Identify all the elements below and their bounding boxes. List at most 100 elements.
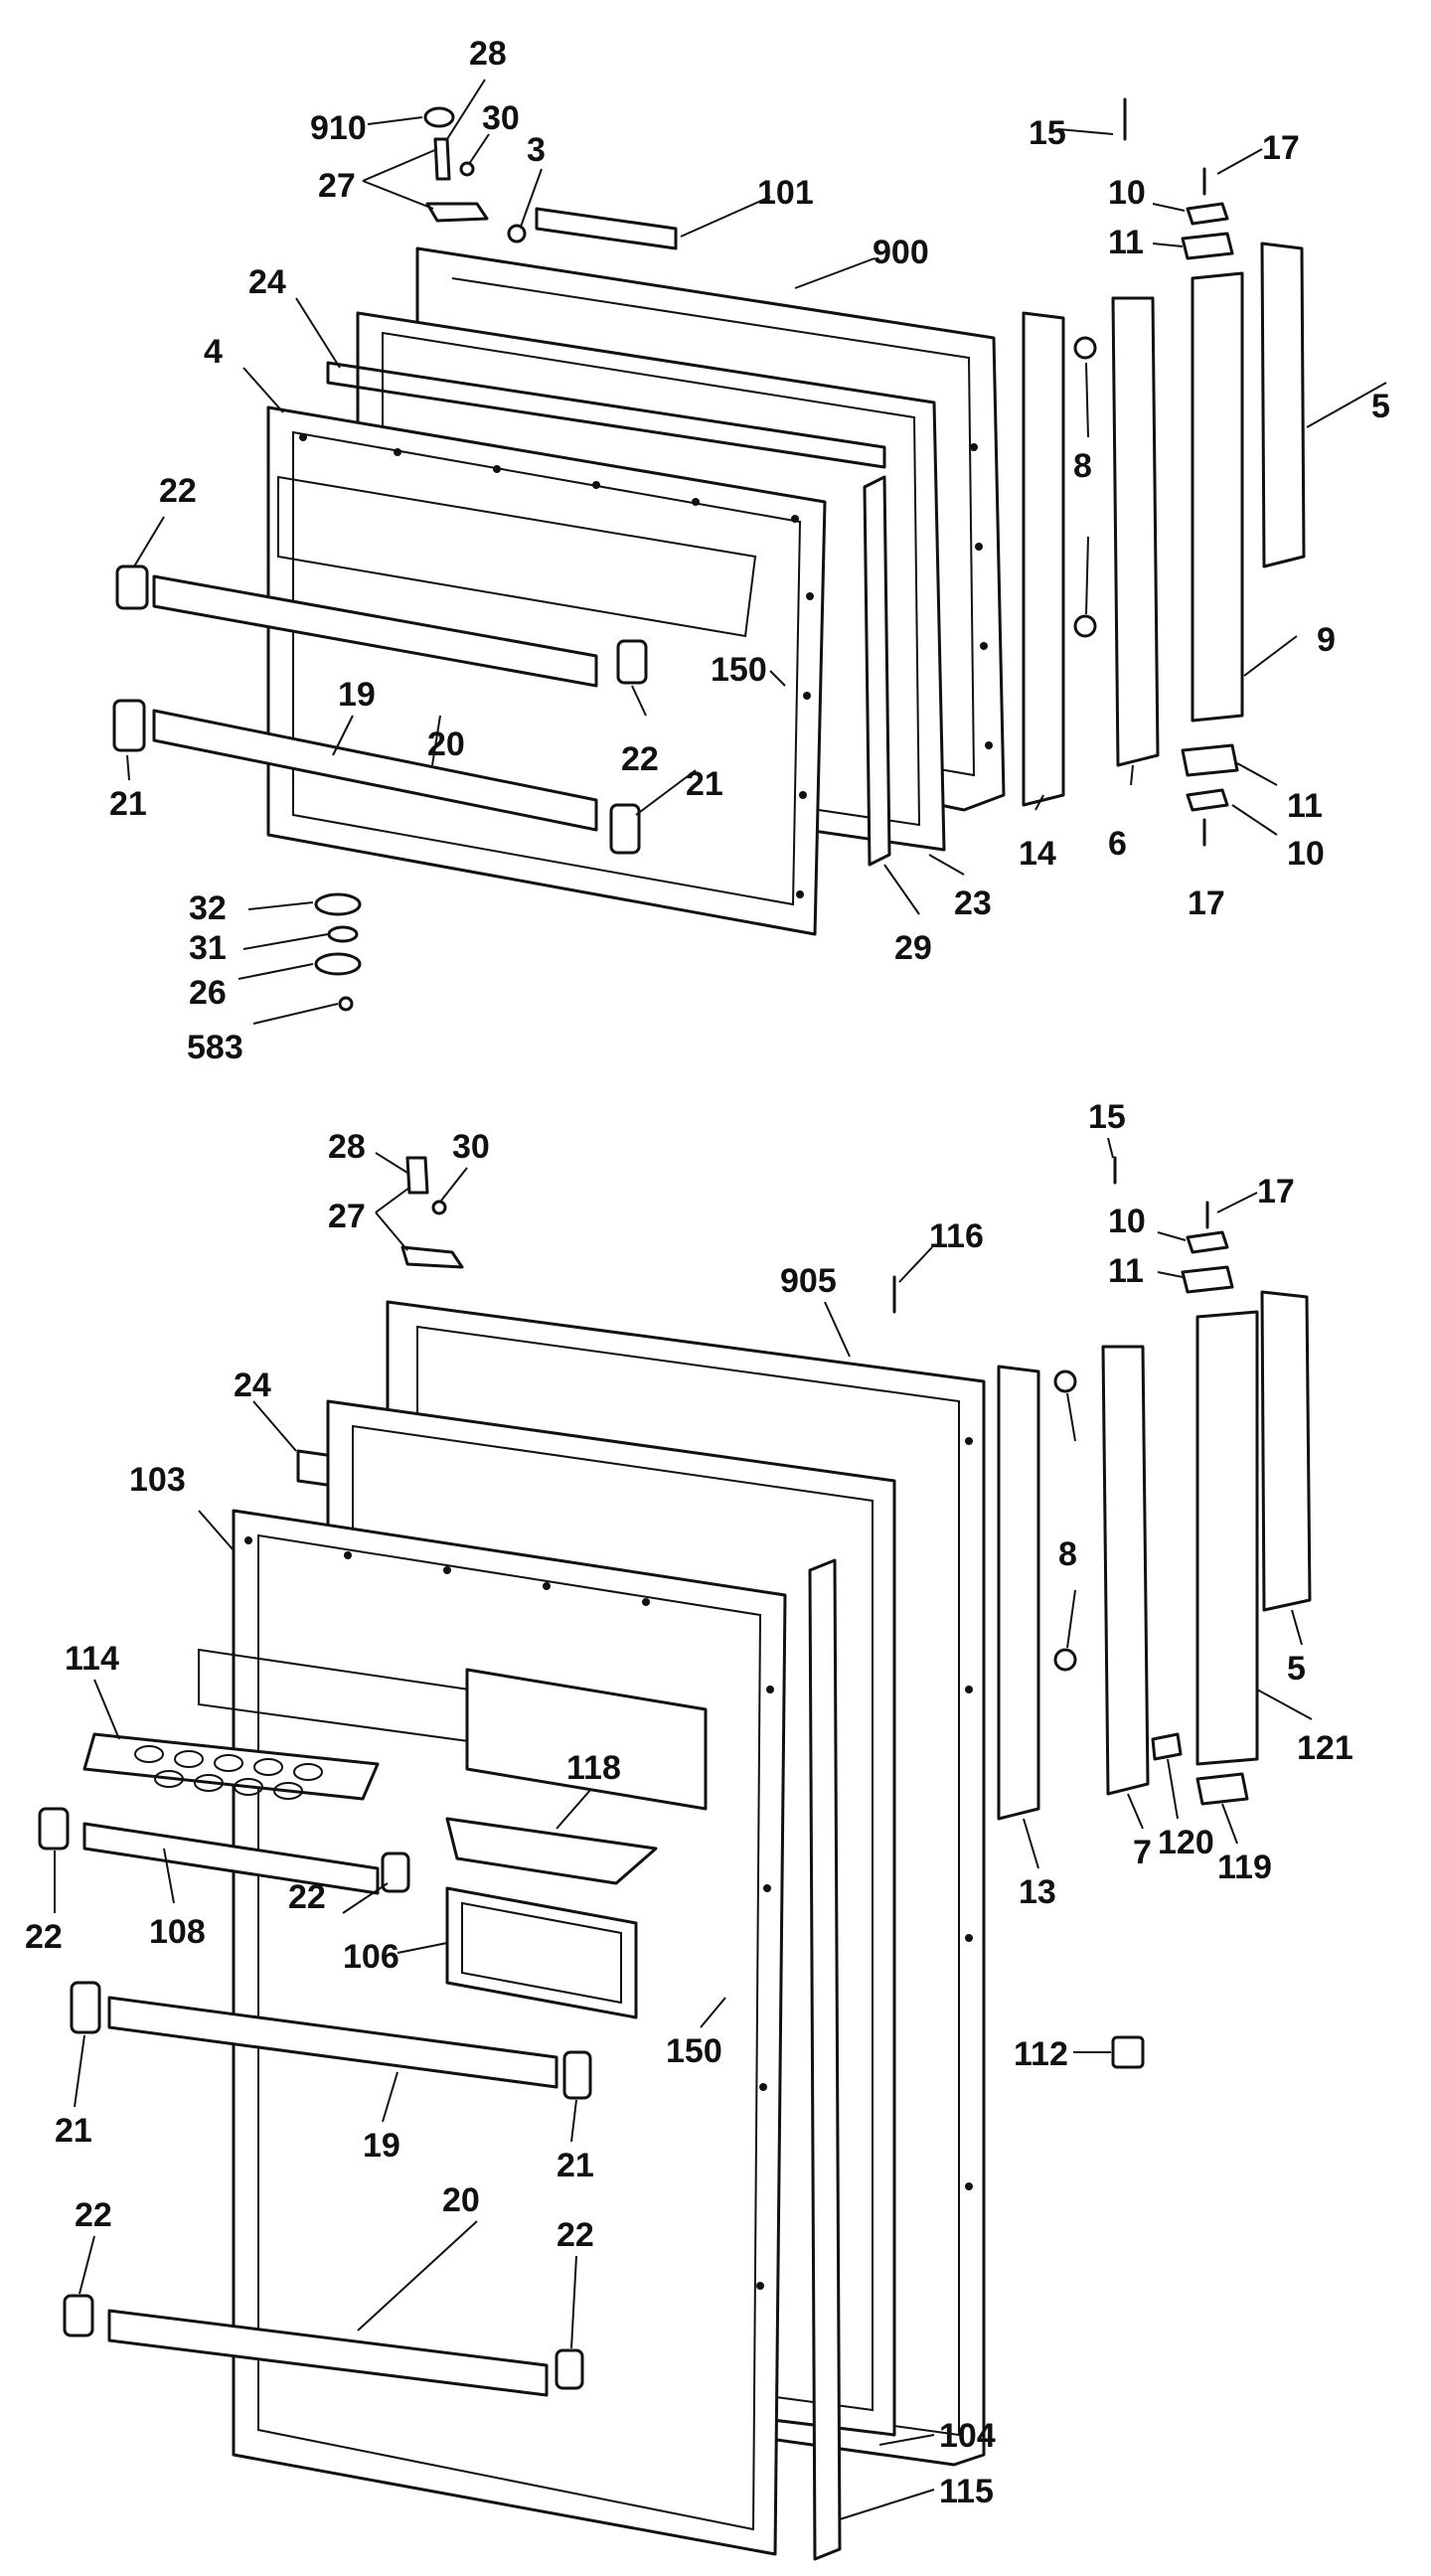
callout: 4 [204, 333, 223, 371]
handle-channel-9 [1191, 271, 1244, 723]
liner-screw-holes [299, 433, 993, 898]
hinge-11-bottom [1181, 743, 1239, 777]
butter-tray-118 [445, 1817, 658, 1885]
top-callout-labels: 910 28 30 27 3 101 900 24 4 22 19 20 150… [109, 35, 1390, 1066]
callout: 30 [482, 99, 520, 137]
hinge-11-top [1181, 232, 1234, 260]
egg-cups [134, 1745, 323, 1800]
bar-end-22-left-upper [38, 1807, 70, 1851]
callout: 22 [75, 2196, 112, 2234]
callout: 9 [1317, 621, 1336, 659]
dairy-cover-106 [445, 1886, 638, 2019]
callout: 583 [187, 1029, 243, 1066]
callout: 17 [1188, 885, 1225, 922]
callout: 19 [338, 676, 376, 714]
callout: 20 [427, 725, 465, 763]
callout: 108 [149, 1913, 206, 1951]
hinge-plate-27 [400, 1245, 464, 1269]
hinge-shim-10-bottom [1186, 788, 1229, 812]
callout: 17 [1262, 129, 1300, 167]
callout: 32 [189, 889, 227, 927]
callout: 10 [1108, 174, 1146, 212]
callout: 23 [954, 885, 992, 922]
shelf-bar-end-22-right [616, 639, 648, 685]
perforated-gasket-strip [808, 1558, 842, 2561]
callout: 3 [527, 131, 546, 169]
callout: 22 [556, 2216, 594, 2254]
callout: 121 [1297, 1729, 1353, 1767]
callout: 22 [621, 740, 659, 778]
callout: 6 [1108, 825, 1127, 863]
lower-shelf-bar [152, 709, 598, 832]
callout: 103 [129, 1461, 186, 1499]
callout: 28 [328, 1128, 366, 1166]
callout: 101 [757, 174, 814, 212]
handle-channel-121 [1195, 1310, 1259, 1766]
shelf-bar-19 [107, 1996, 558, 2089]
handle-5 [1260, 242, 1306, 568]
clip-112 [1111, 2035, 1145, 2069]
callout: 21 [556, 2147, 594, 2184]
bar-end-22-right-lower [555, 2348, 584, 2390]
hinge-11 [1181, 1265, 1234, 1294]
side-trim-14 [1022, 311, 1065, 807]
callout: 27 [328, 1198, 366, 1235]
bar-end-22-left-lower [63, 2294, 94, 2337]
callout: 112 [1014, 2035, 1068, 2073]
callout: 26 [189, 974, 227, 1012]
screw-30 [431, 1200, 447, 1215]
callout: 7 [1133, 1834, 1152, 1871]
bar-end-22-right-upper [381, 1852, 410, 1893]
butter-compartment [465, 1668, 708, 1811]
callout: 104 [939, 2417, 996, 2455]
hinge-shim-10-top [1186, 202, 1229, 226]
bar-end-21-right [562, 2050, 592, 2100]
shelf-bar-end-21-left [112, 699, 146, 752]
callout: 116 [929, 1217, 984, 1255]
screw-8-upper [1073, 336, 1097, 360]
callout: 13 [1019, 1873, 1056, 1911]
egg-tray [82, 1732, 380, 1801]
callout: 24 [234, 1367, 271, 1404]
screw-8-lower [1053, 1648, 1077, 1672]
bottom-leader-lines [54, 1137, 1313, 2520]
callout: 27 [318, 167, 356, 205]
hinge-pin-28 [433, 137, 451, 181]
hinge-channel-6 [1111, 296, 1160, 767]
callout: 20 [442, 2181, 480, 2219]
breaker-strip [326, 361, 886, 469]
callout: 30 [452, 1128, 490, 1166]
callout: 24 [248, 263, 286, 301]
callout: 106 [343, 1938, 399, 1976]
hinge-119 [1195, 1772, 1249, 1806]
cam-32 [314, 892, 362, 916]
callout: 150 [711, 651, 767, 689]
callout: 11 [1108, 224, 1144, 261]
bottom-door-assembly: 28 30 27 116 905 15 17 10 11 24 103 8 5 … [25, 1098, 1353, 2561]
shelf-bar-20 [107, 2309, 549, 2397]
shelf-bar-end-22-left [115, 564, 149, 610]
callout: 15 [1029, 114, 1066, 152]
callout: 11 [1287, 787, 1323, 825]
callout: 905 [780, 1262, 837, 1300]
bottom-callout-labels: 28 30 27 116 905 15 17 10 11 24 103 8 5 … [25, 1098, 1353, 2510]
top-leader-lines [126, 79, 1387, 1025]
handle-5 [1260, 1290, 1312, 1612]
callout: 5 [1371, 388, 1390, 425]
top-handle-trim [535, 207, 678, 250]
callout: 115 [939, 2473, 994, 2510]
upper-shelf-bar [152, 574, 598, 688]
hinge-channel-7 [1101, 1345, 1150, 1796]
screw-583 [338, 996, 354, 1012]
callout: 22 [288, 1878, 326, 1916]
hinge-plate-27 [425, 202, 489, 223]
callout: 120 [1158, 1824, 1214, 1861]
callout: 114 [65, 1640, 119, 1678]
top-door-assembly: 910 28 30 27 3 101 900 24 4 22 19 20 150… [109, 35, 1390, 1066]
callout: 15 [1088, 1098, 1126, 1136]
shelf-bar-end-21-right [609, 803, 641, 855]
callout: 21 [109, 785, 147, 823]
screw-3 [507, 224, 527, 243]
screw-8-upper [1053, 1369, 1077, 1393]
callout: 118 [566, 1749, 621, 1787]
